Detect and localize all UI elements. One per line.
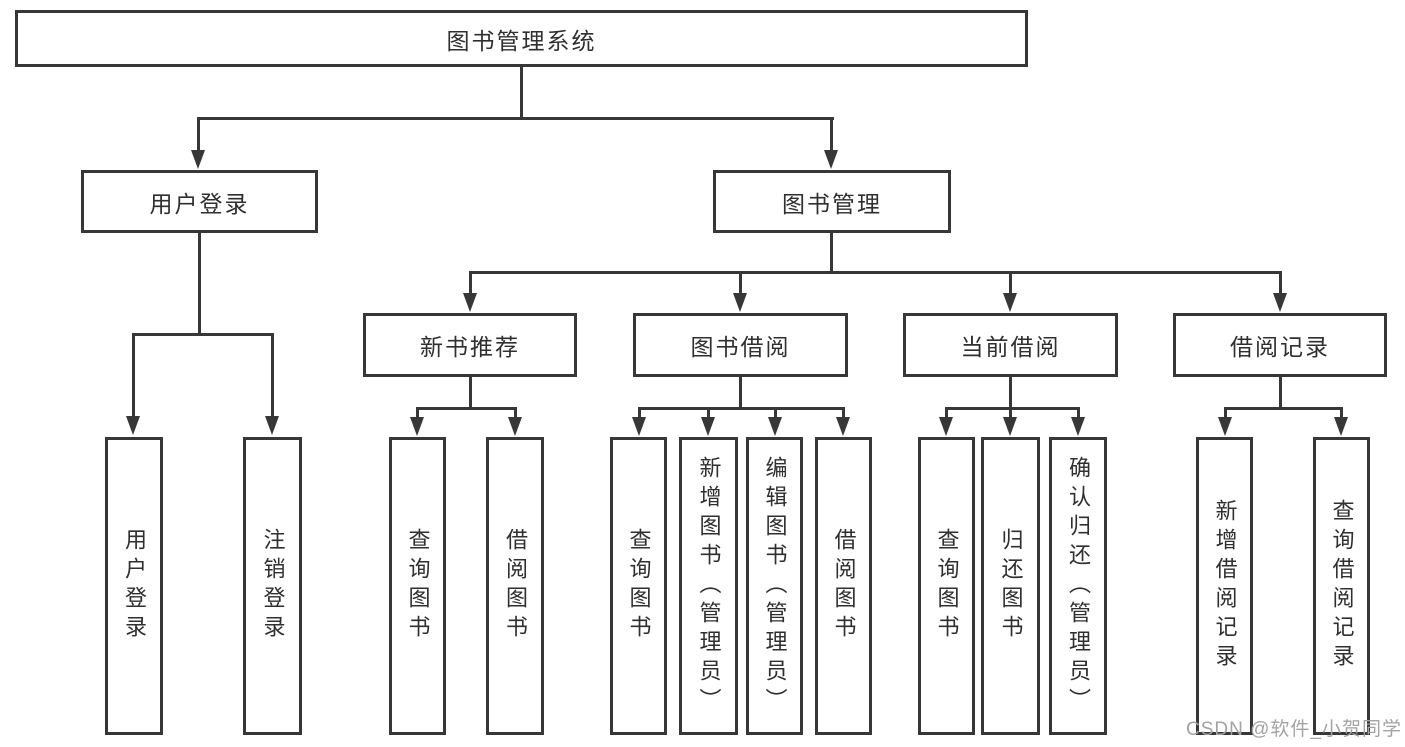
leaf-user-login: 用户登录 [105, 437, 163, 735]
connector-user-login-split [132, 333, 274, 336]
leaf-borrow-query-books: 查询图书 [610, 437, 667, 735]
connector-trunk [1009, 377, 1012, 410]
connector-split [638, 407, 845, 410]
connector-stem [514, 407, 517, 419]
node-borrow-records: 借阅记录 [1173, 313, 1387, 377]
connector-trunk [739, 377, 742, 410]
leaf-edit-books-admin-label: 编辑图书（管理员） [762, 455, 788, 717]
node-borrow-records-label: 借阅记录 [1230, 334, 1330, 360]
connector-level2-split [469, 271, 1282, 274]
connector-stem [830, 117, 833, 153]
connector-stem [707, 407, 710, 419]
arrowhead-icon [410, 417, 424, 436]
node-book-management-label: 图书管理 [782, 190, 882, 217]
connector-stem [1009, 407, 1012, 419]
connector-stem [416, 407, 419, 419]
leaf-return-books: 归还图书 [981, 437, 1040, 735]
arrowhead-icon [1334, 417, 1348, 436]
leaf-borrow-books-label: 借阅图书 [831, 528, 857, 644]
arrowhead-icon [768, 417, 782, 436]
connector-split [1224, 407, 1343, 410]
connector-stem [197, 117, 200, 153]
connector-level1-split [197, 117, 834, 120]
connector-stem [469, 271, 472, 295]
arrowhead-icon [824, 150, 838, 169]
arrowhead-icon [1273, 293, 1287, 312]
connector-stem [1077, 407, 1080, 419]
leaf-user-login-label: 用户登录 [122, 528, 147, 644]
connector-split [945, 407, 1080, 410]
arrowhead-icon [733, 293, 747, 312]
leaf-confirm-return-admin: 确认归还（管理员） [1049, 437, 1107, 735]
node-current-borrow: 当前借阅 [903, 313, 1118, 377]
arrowhead-icon [126, 416, 140, 435]
arrowhead-icon [1071, 417, 1085, 436]
arrowhead-icon [1003, 417, 1017, 436]
connector-trunk [469, 377, 472, 410]
connector-stem [1009, 271, 1012, 295]
node-book-borrow: 图书借阅 [633, 313, 848, 377]
leaf-recommend-borrow-books-label: 借阅图书 [503, 528, 528, 644]
leaf-return-books-label: 归还图书 [998, 528, 1024, 644]
node-user-login-label: 用户登录 [149, 190, 250, 217]
connector-trunk [1279, 377, 1282, 410]
arrowhead-icon [632, 417, 646, 436]
leaf-recommend-query-books: 查询图书 [389, 437, 446, 735]
leaf-recommend-borrow-books: 借阅图书 [486, 437, 544, 735]
leaf-add-books-admin-label: 新增图书（管理员） [696, 455, 722, 717]
leaf-logout-label: 注销登录 [260, 528, 286, 644]
leaf-current-query-books: 查询图书 [918, 437, 975, 735]
node-root-label: 图书管理系统 [446, 27, 597, 54]
arrowhead-icon [508, 417, 522, 436]
arrowhead-icon [463, 293, 477, 312]
connector-stem [842, 407, 845, 419]
connector-book-mgmt-trunk [830, 233, 833, 274]
node-book-management: 图书管理 [713, 170, 951, 233]
leaf-confirm-return-admin-label: 确认归还（管理员） [1066, 455, 1091, 717]
leaf-edit-books-admin: 编辑图书（管理员） [746, 437, 803, 735]
connector-split [416, 407, 517, 410]
leaf-borrow-books: 借阅图书 [815, 437, 872, 735]
connector-stem [271, 333, 274, 417]
arrowhead-icon [701, 417, 715, 436]
node-book-borrow-label: 图书借阅 [690, 334, 791, 360]
leaf-current-query-books-label: 查询图书 [934, 528, 960, 644]
arrowhead-icon [939, 417, 953, 436]
node-root-system: 图书管理系统 [15, 10, 1028, 67]
node-current-borrow-label: 当前借阅 [960, 334, 1061, 360]
connector-root-trunk [520, 67, 523, 120]
arrowhead-icon [1218, 417, 1232, 436]
connector-stem [774, 407, 777, 419]
leaf-borrow-query-books-label: 查询图书 [626, 528, 652, 644]
arrowhead-icon [265, 416, 279, 435]
node-user-login: 用户登录 [81, 170, 318, 233]
connector-stem [739, 271, 742, 295]
leaf-logout: 注销登录 [243, 437, 302, 735]
connector-stem [945, 407, 948, 419]
arrowhead-icon [191, 150, 205, 169]
arrowhead-icon [1003, 293, 1017, 312]
connector-stem [638, 407, 641, 419]
watermark: CSDN @软件_小贺同学 [1186, 719, 1402, 740]
node-new-book-recommend-label: 新书推荐 [420, 334, 520, 360]
connector-stem [1224, 407, 1227, 419]
connector-stem [1340, 407, 1343, 419]
connector-stem [1279, 271, 1282, 295]
connector-user-login-trunk [198, 233, 201, 336]
leaf-query-borrow-record-label: 查询借阅记录 [1329, 499, 1355, 673]
arrowhead-icon [836, 417, 850, 436]
leaf-query-borrow-record: 查询借阅记录 [1313, 437, 1370, 735]
leaf-add-borrow-record: 新增借阅记录 [1196, 437, 1253, 735]
leaf-add-borrow-record-label: 新增借阅记录 [1212, 499, 1238, 673]
leaf-add-books-admin: 新增图书（管理员） [679, 437, 738, 735]
leaf-recommend-query-books-label: 查询图书 [405, 528, 431, 644]
connector-stem [132, 333, 135, 417]
node-new-book-recommend: 新书推荐 [363, 313, 577, 377]
